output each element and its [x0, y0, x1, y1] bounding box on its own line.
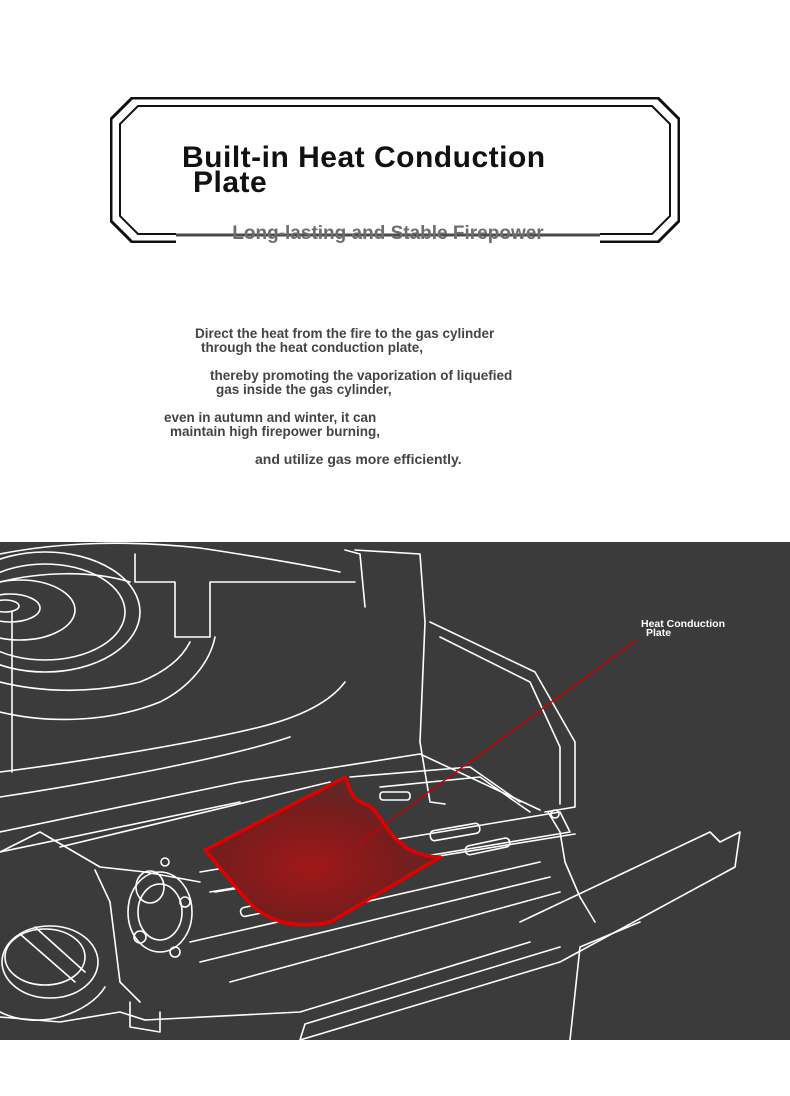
callout-leader-line [359, 639, 637, 843]
description-paragraph-1: Direct the heat from the fire to the gas… [195, 327, 494, 355]
title-line-2: Plate [193, 166, 268, 199]
callout-label: Heat Conduction Plate [641, 618, 725, 639]
title-line-1: Built-in Heat Conduction [182, 141, 546, 174]
description-paragraph-3: even in autumn and winter, it can mainta… [164, 411, 380, 439]
description-line: maintain high firepower burning, [170, 424, 381, 439]
description-line: Direct the heat from the fire to the gas… [195, 326, 495, 341]
page-title: Built-in Heat Conduction Plate [182, 143, 642, 199]
stove-illustration [0, 542, 790, 1040]
description-line: thereby promoting the vaporization of li… [210, 368, 513, 383]
description-paragraph-4: and utilize gas more efficiently. [255, 451, 462, 467]
page-subtitle: Long-lasting and Stable Firepower [176, 222, 600, 246]
callout-line-1: Heat Conduction [641, 618, 725, 630]
callout-line-2: Plate [646, 627, 672, 639]
description-line: even in autumn and winter, it can [164, 410, 377, 425]
description-line: gas inside the gas cylinder, [216, 382, 392, 397]
stove-line-drawing [0, 542, 741, 1040]
description-line: through the heat conduction plate, [201, 340, 423, 355]
heat-conduction-plate [203, 775, 442, 927]
description-paragraph-2: thereby promoting the vaporization of li… [210, 369, 512, 397]
title-frame [110, 97, 680, 243]
